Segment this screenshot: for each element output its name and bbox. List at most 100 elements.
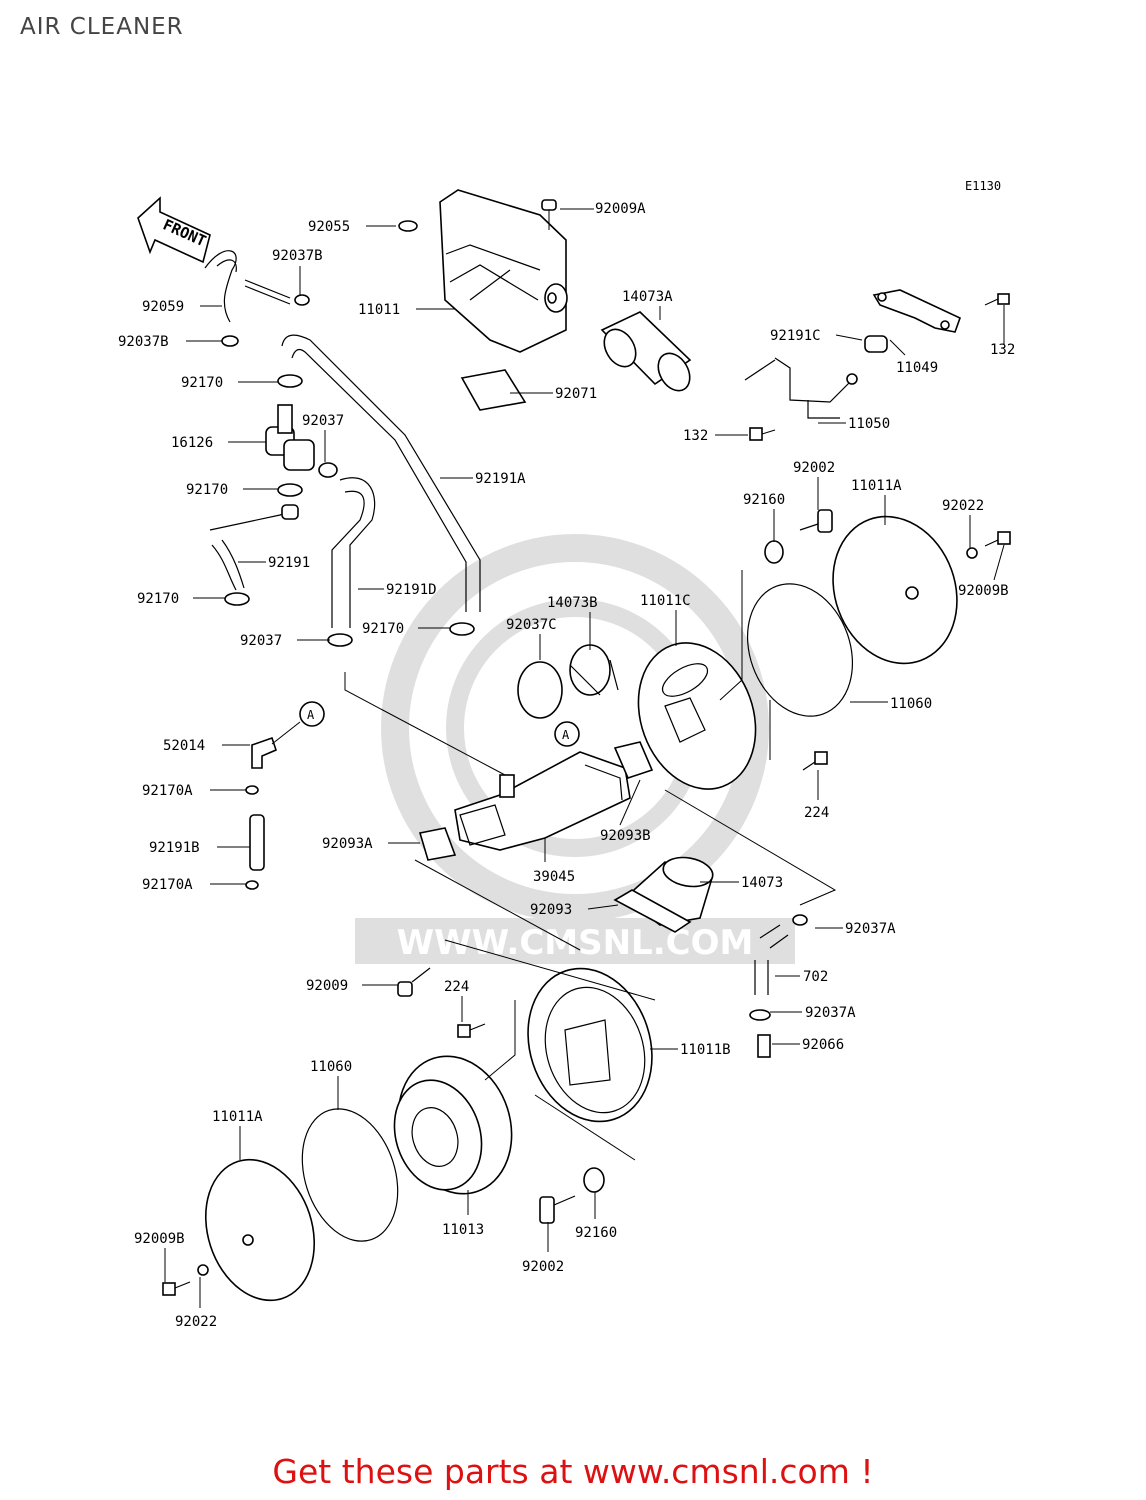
callout-leader bbox=[587, 904, 619, 910]
bolt bbox=[162, 1281, 191, 1296]
part-callout-92037A: 92037A bbox=[805, 1005, 856, 1021]
gasket bbox=[418, 827, 457, 861]
callout-labels: 9205592009A92037B9205992037B1101114073A9… bbox=[118, 201, 1015, 1330]
part-callout-92071: 92071 bbox=[555, 386, 597, 402]
ref-marker-a: A bbox=[299, 701, 325, 727]
part-callout-11060: 11060 bbox=[890, 696, 932, 712]
assembly-line bbox=[414, 859, 581, 951]
part-callout-92009B: 92009B bbox=[958, 583, 1009, 599]
bolt bbox=[397, 967, 431, 997]
gasket bbox=[613, 889, 692, 933]
part-callout-14073A: 14073A bbox=[622, 289, 673, 305]
callout-leader bbox=[835, 334, 863, 341]
part-callout-132: 132 bbox=[683, 428, 708, 444]
part-callout-11011A: 11011A bbox=[212, 1109, 263, 1125]
part-callout-52014: 52014 bbox=[163, 738, 205, 754]
gasket bbox=[613, 741, 654, 779]
part-callout-92170: 92170 bbox=[362, 621, 404, 637]
part-callout-14073: 14073 bbox=[741, 875, 783, 891]
clamp bbox=[792, 914, 808, 926]
washer bbox=[197, 1264, 209, 1276]
hose bbox=[331, 477, 376, 628]
assembly-line bbox=[344, 672, 506, 776]
clamp bbox=[277, 374, 303, 388]
part-callout-92037B: 92037B bbox=[272, 248, 323, 264]
part-callout-92037C: 92037C bbox=[506, 617, 557, 633]
gasket bbox=[460, 369, 527, 411]
part-callout-92191B: 92191B bbox=[149, 840, 200, 856]
part-callout-16126: 16126 bbox=[171, 435, 213, 451]
air-cleaner-cover bbox=[832, 515, 958, 665]
clamp bbox=[224, 592, 250, 606]
collar bbox=[764, 540, 784, 564]
part-callout-92191A: 92191A bbox=[475, 471, 526, 487]
bolt bbox=[457, 1023, 486, 1038]
part-callout-92191C: 92191C bbox=[770, 328, 821, 344]
svg-text:A: A bbox=[307, 708, 315, 722]
part-callout-92055: 92055 bbox=[308, 219, 350, 235]
bolt bbox=[539, 1195, 576, 1224]
part-callout-92191D: 92191D bbox=[386, 582, 437, 598]
part-callout-92059: 92059 bbox=[142, 299, 184, 315]
clamp bbox=[294, 294, 310, 306]
air-cleaner-cover bbox=[204, 1158, 316, 1302]
connector bbox=[251, 721, 301, 769]
air-cleaner-plate bbox=[637, 642, 757, 790]
pipe bbox=[244, 285, 291, 305]
bolt bbox=[799, 509, 833, 533]
assembly-line bbox=[664, 789, 837, 906]
part-callout-92037: 92037 bbox=[240, 633, 282, 649]
page-title: AIR CLEANER bbox=[20, 14, 184, 40]
upper-air-box bbox=[439, 189, 568, 353]
part-callout-92037: 92037 bbox=[302, 413, 344, 429]
part-callout-92002: 92002 bbox=[793, 460, 835, 476]
hose bbox=[209, 509, 296, 591]
nipple bbox=[757, 1034, 771, 1058]
o-ring-large bbox=[746, 583, 854, 717]
ref-code: E1130 bbox=[965, 179, 1001, 193]
part-callout-92009B: 92009B bbox=[134, 1231, 185, 1247]
clamp bbox=[749, 1009, 771, 1021]
part-callout-92002: 92002 bbox=[522, 1259, 564, 1275]
bolt bbox=[802, 751, 828, 771]
clamp bbox=[221, 335, 239, 347]
clamp bbox=[327, 633, 353, 647]
hose bbox=[216, 259, 237, 273]
assembly-line bbox=[719, 570, 743, 701]
assembly-line bbox=[484, 1000, 516, 1081]
air-filter bbox=[393, 1055, 513, 1195]
bolt bbox=[984, 531, 1011, 547]
clamp bbox=[277, 483, 303, 497]
part-callout-92037A: 92037A bbox=[845, 921, 896, 937]
hose bbox=[204, 250, 237, 323]
clamp bbox=[245, 880, 259, 890]
intake-boot-b bbox=[569, 644, 619, 696]
part-callout-11060: 11060 bbox=[310, 1059, 352, 1075]
part-callout-132: 132 bbox=[990, 342, 1015, 358]
part-callout-39045: 39045 bbox=[533, 869, 575, 885]
part-callout-92022: 92022 bbox=[175, 1314, 217, 1330]
washer bbox=[966, 547, 978, 559]
part-callout-11011C: 11011C bbox=[640, 593, 691, 609]
part-callout-702: 702 bbox=[803, 969, 828, 985]
collar bbox=[864, 335, 888, 353]
clamp bbox=[245, 785, 259, 795]
parts-shop-cta[interactable]: Get these parts at www.cmsnl.com ! bbox=[272, 1452, 874, 1491]
hose bbox=[754, 924, 789, 995]
part-callout-92191: 92191 bbox=[268, 555, 310, 571]
part-callout-11011B: 11011B bbox=[680, 1042, 731, 1058]
part-callout-11011A: 11011A bbox=[851, 478, 902, 494]
bracket-upper bbox=[872, 289, 961, 333]
part-callout-92160: 92160 bbox=[743, 492, 785, 508]
clamp bbox=[318, 462, 338, 478]
part-callout-92009: 92009 bbox=[306, 978, 348, 994]
front-arrow: FRONT bbox=[137, 196, 211, 264]
bracket-lower bbox=[744, 357, 858, 419]
bolt bbox=[749, 427, 776, 441]
o-ring bbox=[398, 220, 418, 232]
air-cleaner-case bbox=[527, 967, 653, 1123]
part-callout-92170: 92170 bbox=[137, 591, 179, 607]
part-callout-92009A: 92009A bbox=[595, 201, 646, 217]
part-callout-92160: 92160 bbox=[575, 1225, 617, 1241]
clamp bbox=[449, 622, 475, 636]
